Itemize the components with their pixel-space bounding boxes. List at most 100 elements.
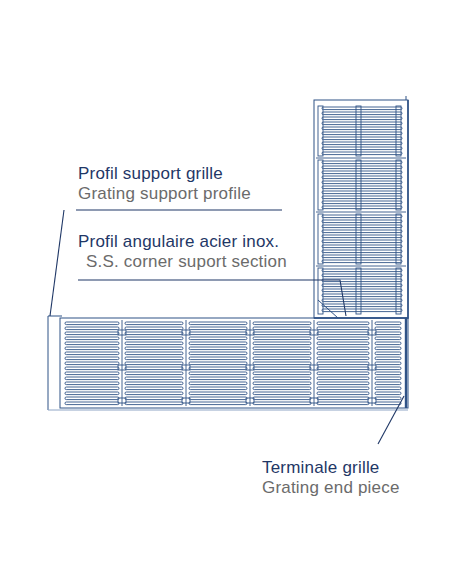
grating-bar <box>317 362 369 365</box>
support-profile <box>48 410 408 411</box>
grating-bar <box>322 250 402 253</box>
grating-bar <box>189 357 247 360</box>
grating-bar <box>375 352 401 355</box>
grating-bar <box>322 152 402 155</box>
module-rail <box>356 268 361 314</box>
part-name: Grating support profile <box>78 184 251 204</box>
grating-bar <box>253 372 311 375</box>
grating-bar <box>65 337 119 340</box>
grating-bar <box>375 382 401 385</box>
grating-bar <box>322 255 402 258</box>
module-clip <box>182 365 190 370</box>
grating-bar <box>322 112 402 115</box>
module-joint <box>316 158 406 159</box>
grating-bar <box>125 367 183 370</box>
grating-bar <box>322 176 402 179</box>
grating-end-piece <box>405 318 407 408</box>
grating-bar <box>253 402 311 405</box>
grating-bar <box>189 397 247 400</box>
grating-outline <box>314 100 408 318</box>
module-rail <box>318 214 323 264</box>
grating-bar <box>322 225 402 228</box>
module-joint <box>122 320 123 406</box>
leader-line <box>76 209 282 210</box>
module-clip <box>118 365 126 370</box>
grating-bar <box>65 342 119 345</box>
grating-bar <box>317 352 369 355</box>
grating-bars <box>65 106 406 406</box>
module-rail <box>396 106 401 156</box>
grating-bar <box>322 245 402 248</box>
module-rail <box>396 214 401 264</box>
module-clip <box>368 365 376 370</box>
grating-bar <box>65 387 119 390</box>
module-clip <box>246 365 254 370</box>
grating-bar <box>65 357 119 360</box>
grating-bar <box>253 397 311 400</box>
grating-bar <box>253 342 311 345</box>
grating-bar <box>189 322 247 325</box>
grating-bar <box>375 322 401 325</box>
grating-bar <box>322 215 402 218</box>
grating-bar <box>65 322 119 325</box>
module-clip <box>246 398 254 403</box>
grating-bar <box>317 327 369 330</box>
grating-bar <box>322 142 402 145</box>
grating-bar <box>322 289 402 292</box>
grating-bar <box>317 347 369 350</box>
grating-bar <box>65 372 119 375</box>
grating-bar <box>189 327 247 330</box>
support-profile <box>48 316 49 410</box>
grating-bar <box>125 392 183 395</box>
grating-bar <box>322 137 402 140</box>
part-name: S.S. corner suport section <box>86 252 287 272</box>
grating-bar <box>322 230 402 233</box>
grating-bar <box>322 235 402 238</box>
module-rail <box>318 268 323 314</box>
grating-bar <box>253 387 311 390</box>
grating-bar <box>189 392 247 395</box>
module-rail <box>356 214 361 264</box>
grating-bar <box>322 196 402 199</box>
grating-bar <box>322 299 402 302</box>
grating-bar <box>125 382 183 385</box>
grating-bar <box>253 347 311 350</box>
grating-bar <box>375 327 401 330</box>
grating-bar <box>322 132 402 135</box>
grating-bar <box>189 377 247 380</box>
grating-bar <box>322 201 402 204</box>
grating-bar <box>125 357 183 360</box>
grating-bar <box>375 387 401 390</box>
grating-bar <box>125 397 183 400</box>
grating-bar <box>65 362 119 365</box>
grating-bar <box>253 392 311 395</box>
grating-bar <box>322 122 402 125</box>
grating-bar <box>375 362 401 365</box>
grating-bar <box>65 402 119 405</box>
grating-bar <box>253 352 311 355</box>
module-rail <box>396 268 401 314</box>
grating-bar <box>317 342 369 345</box>
grating-bar <box>189 382 247 385</box>
grating-bar <box>317 387 369 390</box>
module-clip <box>182 398 190 403</box>
grating-bar <box>253 367 311 370</box>
module-clip <box>368 330 376 335</box>
module-joint <box>250 320 251 406</box>
grating-bar <box>125 327 183 330</box>
grating-bar <box>253 377 311 380</box>
grating-bar <box>125 377 183 380</box>
grating-bar <box>125 322 183 325</box>
grating-bar <box>253 322 311 325</box>
grating-bar <box>375 347 401 350</box>
grating-bar <box>317 382 369 385</box>
module-clip <box>118 330 126 335</box>
grating-bar <box>253 382 311 385</box>
grating-bar <box>375 392 401 395</box>
grating-outline <box>406 96 407 100</box>
module-rail <box>396 160 401 210</box>
grating-bar <box>65 327 119 330</box>
grating-bar <box>253 332 311 335</box>
module-clip <box>310 330 318 335</box>
grating-bar <box>322 274 402 277</box>
